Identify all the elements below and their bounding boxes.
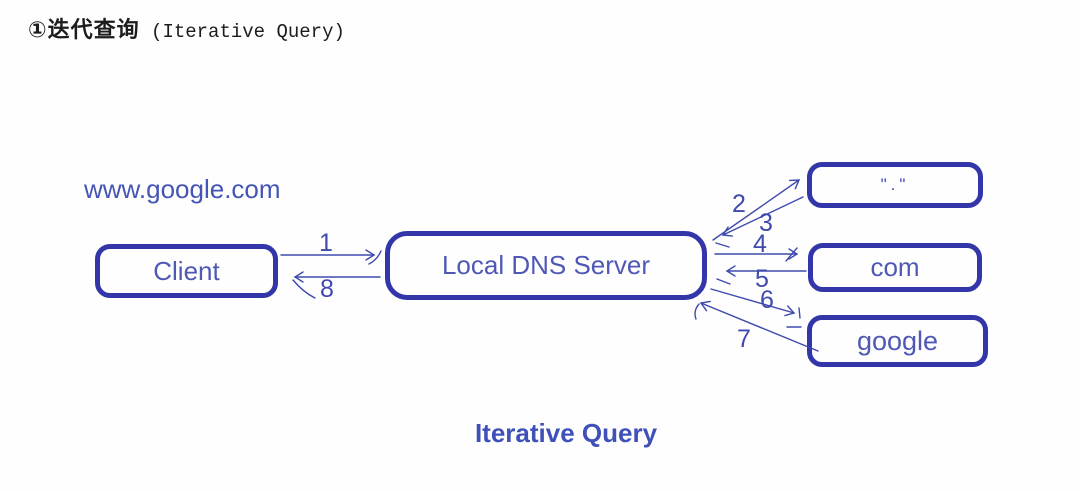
google-server-node: google bbox=[807, 315, 988, 367]
client-node: Client bbox=[95, 244, 278, 298]
step-label-7: 7 bbox=[737, 325, 751, 353]
com-server-node: com bbox=[808, 243, 982, 292]
arrow-step5-sketch bbox=[716, 278, 731, 285]
step-label-3: 3 bbox=[759, 209, 773, 237]
arrow-step3 bbox=[721, 196, 804, 237]
arrow-step1-sketch bbox=[368, 250, 382, 265]
diagram-caption: Iterative Query bbox=[474, 418, 658, 448]
arrow-step6-sketch1 bbox=[798, 307, 801, 319]
local-dns-server-label: Local DNS Server bbox=[441, 250, 651, 280]
page-title-english: (Iterative Query) bbox=[139, 21, 345, 43]
arrow-step8-sketch bbox=[292, 279, 316, 299]
google-server-label: google bbox=[856, 325, 939, 356]
step-label-8: 8 bbox=[320, 275, 334, 303]
root-server-label: "." bbox=[880, 175, 910, 194]
arrow-step7 bbox=[699, 300, 819, 352]
step-label-4: 4 bbox=[753, 230, 767, 258]
com-server-label: com bbox=[870, 252, 920, 282]
root-server-node: "." bbox=[807, 162, 983, 208]
client-node-label: Client bbox=[153, 255, 220, 286]
arrow-step4-sketch bbox=[785, 247, 798, 262]
local-dns-server-node: Local DNS Server bbox=[385, 231, 707, 300]
step-label-6: 6 bbox=[760, 286, 774, 314]
arrow-step3-sketch bbox=[715, 242, 730, 248]
arrow-step2 bbox=[712, 179, 801, 241]
step-label-1: 1 bbox=[319, 229, 333, 257]
step-label-5: 5 bbox=[755, 265, 769, 293]
page-title: ①迭代查询 (Iterative Query) bbox=[28, 12, 345, 44]
step-label-2: 2 bbox=[732, 190, 746, 218]
arrow-step7-sketch bbox=[694, 303, 700, 320]
arrow-step6 bbox=[710, 288, 796, 317]
page-title-chinese: ①迭代查询 bbox=[28, 18, 140, 43]
query-domain-label: www.google.com bbox=[84, 174, 281, 204]
